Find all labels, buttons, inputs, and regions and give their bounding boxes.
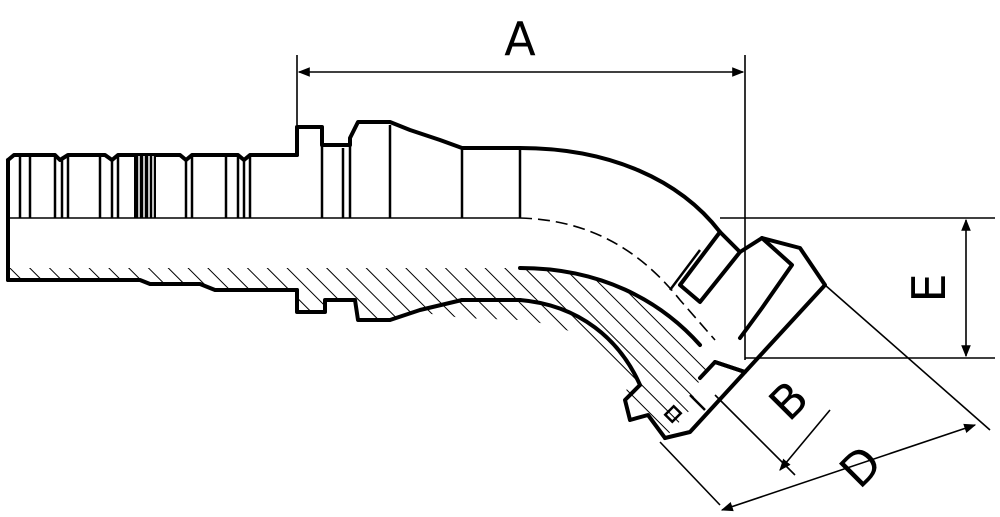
dimension-label-d: D bbox=[829, 435, 892, 498]
bent-body bbox=[8, 146, 722, 387]
hose-tail bbox=[6, 153, 299, 292]
dimension-lines bbox=[296, 55, 995, 512]
dimension-label-b: B bbox=[758, 370, 819, 431]
dimension-label-a: A bbox=[504, 12, 536, 66]
collar bbox=[295, 120, 522, 322]
section-hatch bbox=[8, 268, 715, 438]
dimension-label-e: E bbox=[902, 273, 956, 302]
